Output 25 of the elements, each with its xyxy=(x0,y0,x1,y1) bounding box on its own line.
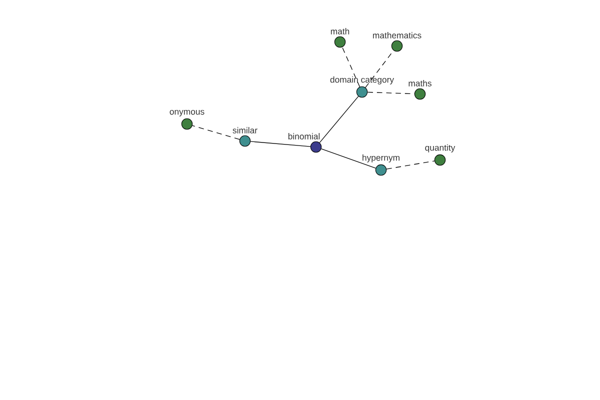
node-label: binomial xyxy=(288,133,320,140)
connector-line xyxy=(386,160,435,170)
graph-node: maths xyxy=(408,80,432,100)
graph-node: math xyxy=(330,28,350,48)
connector-line xyxy=(342,46,360,88)
node-label: onymous xyxy=(170,110,204,116)
connector-line xyxy=(320,148,376,168)
connector-line xyxy=(319,96,359,144)
graph-node: mathematics xyxy=(373,32,422,52)
connector-line xyxy=(367,92,415,94)
node-label: quantity xyxy=(425,144,456,152)
node-label: mathematics xyxy=(373,32,422,38)
graph-node: binomial xyxy=(288,133,322,153)
node-label: maths xyxy=(408,80,432,86)
graph-node: similar xyxy=(232,127,258,147)
connector-line xyxy=(192,125,240,140)
node-label: math xyxy=(330,28,350,34)
connector-line xyxy=(250,141,311,147)
node-label: similar xyxy=(232,127,258,134)
graph-node: onymous xyxy=(170,110,204,130)
node-label: domain category xyxy=(330,76,394,84)
graph-node: quantity xyxy=(425,144,456,166)
graph-node: hypernym xyxy=(362,154,400,176)
node-label: hypernym xyxy=(362,154,400,162)
graph-node: domain category xyxy=(330,76,394,98)
